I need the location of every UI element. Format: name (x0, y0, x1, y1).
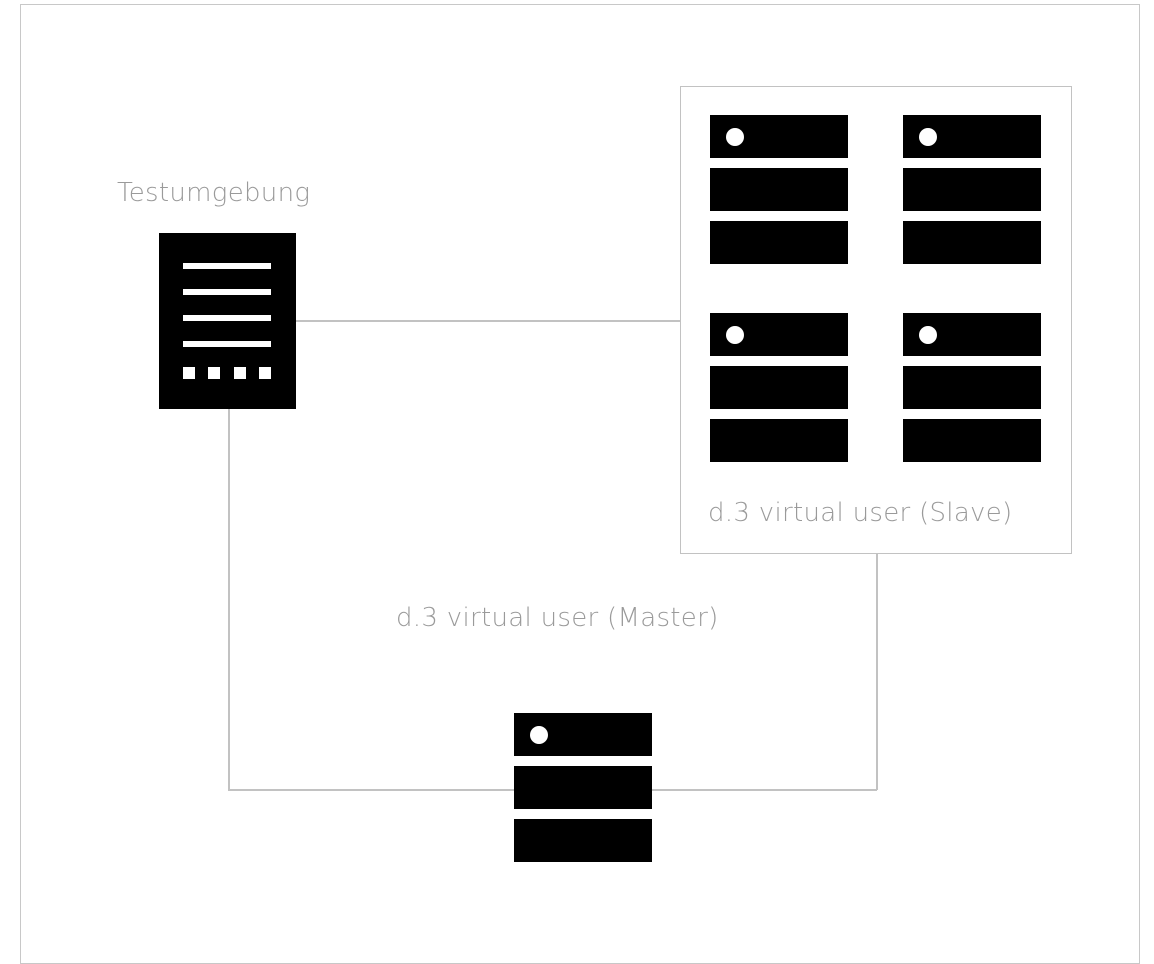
server-icon (710, 313, 848, 462)
server-icon (903, 115, 1041, 264)
server-icon (514, 713, 652, 862)
connector-testumgebung-down (228, 409, 230, 790)
slave-label: d.3 virtual user (Slave) (708, 498, 1013, 528)
master-label: d.3 virtual user (Master) (396, 603, 719, 633)
testumgebung-label: Testumgebung (117, 178, 311, 208)
connector-bottom-right (651, 789, 877, 791)
server-icon (710, 115, 848, 264)
connector-slave-down (876, 554, 878, 790)
connector-testumgebung-slave (296, 320, 680, 322)
server-icon (903, 313, 1041, 462)
document-icon (159, 233, 296, 409)
connector-bottom-left (228, 789, 514, 791)
